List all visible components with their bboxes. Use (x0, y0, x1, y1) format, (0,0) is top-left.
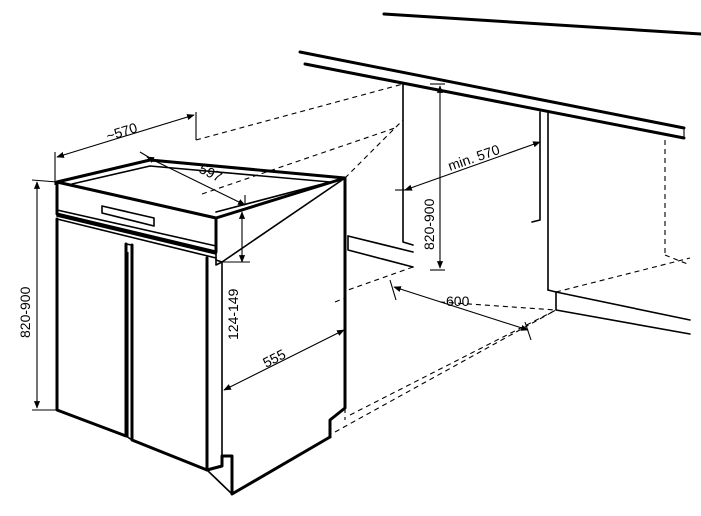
width-label: 597 (197, 160, 225, 185)
panel-height-label: 124-149 (225, 288, 241, 340)
niche-width-label: 600 (446, 293, 470, 309)
height-left-label: 820-900 (17, 286, 33, 338)
dimension-lines (31, 83, 541, 411)
niche-depth-label: min. 570 (446, 141, 502, 174)
depth-top-label: ~570 (104, 119, 139, 144)
countertop (298, 12, 701, 140)
dishwasher (55, 158, 347, 496)
niche-height-label: 820-900 (421, 198, 437, 250)
projection-lines (195, 83, 557, 416)
depth-side-label: 555 (260, 346, 288, 371)
cabinet-niche (334, 83, 691, 433)
